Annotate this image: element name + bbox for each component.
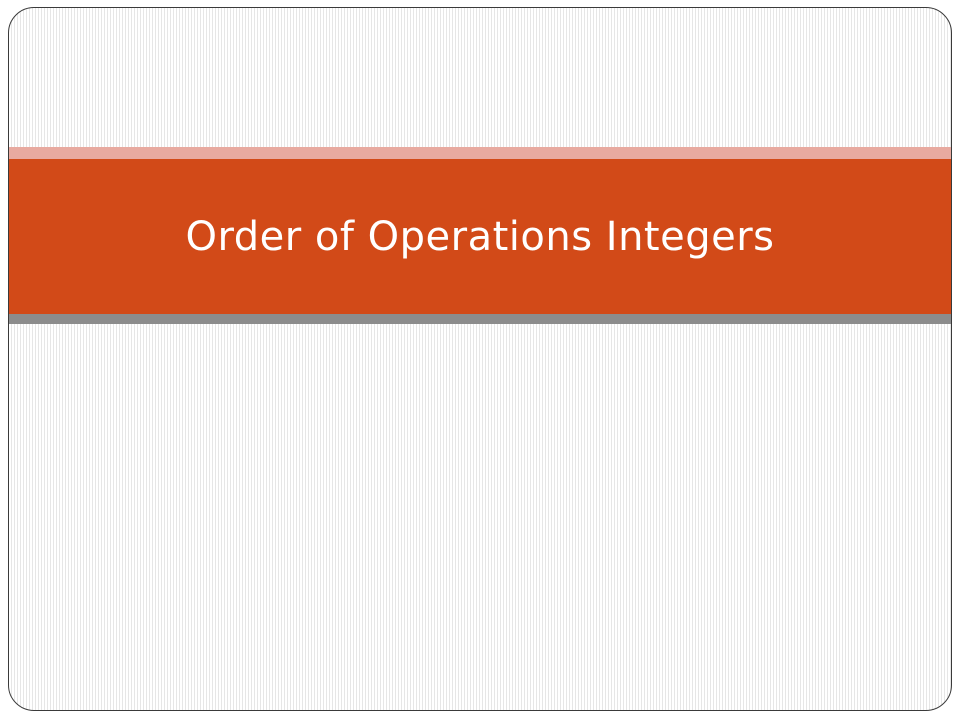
title-band-bottom-stripe — [9, 314, 951, 324]
title-band — [9, 159, 951, 314]
slide-title: Order of Operations Integers — [185, 213, 775, 260]
slide: Order of Operations Integers — [8, 7, 952, 711]
title-band-top-stripe — [9, 147, 951, 159]
